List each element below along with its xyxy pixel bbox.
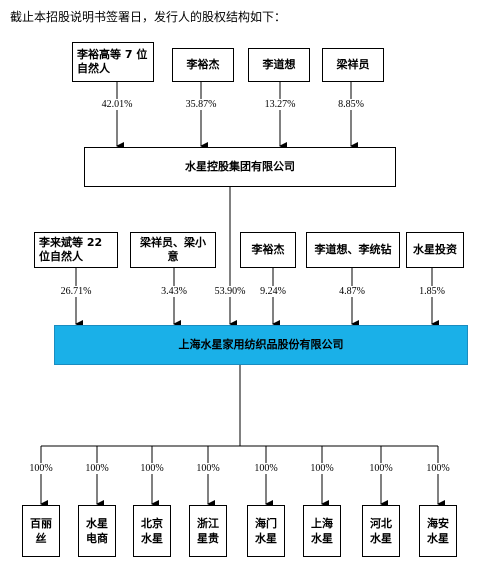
holding-company-pct: 53.90%	[213, 286, 247, 297]
mid-shareholder-box: 李裕杰	[240, 232, 296, 268]
issuer-name: 上海水星家用纺织品股份有限公司	[178, 338, 344, 351]
subsidiary-pct: 100%	[253, 463, 279, 474]
subsidiary-pct: 100%	[425, 463, 451, 474]
top-shareholder-pct: 8.85%	[337, 99, 365, 110]
mid-shareholder-box: 李道想、李统钻	[306, 232, 400, 268]
issuer-box: 上海水星家用纺织品股份有限公司	[54, 325, 468, 365]
top-shareholder-name: 李道想	[262, 58, 296, 71]
subsidiary-box: 上海水星	[303, 505, 341, 557]
subsidiary-box: 水星电商	[78, 505, 116, 557]
subsidiary-pct: 100%	[28, 463, 54, 474]
subsidiary-pct: 100%	[368, 463, 394, 474]
holding-company-box: 水星控股集团有限公司	[84, 147, 396, 187]
mid-shareholder-box: 梁祥员、梁小意	[130, 232, 216, 268]
mid-shareholder-pct: 1.85%	[418, 286, 446, 297]
top-shareholder-box: 李裕高等 7 位自然人	[72, 42, 154, 82]
mid-shareholder-name: 水星投资	[413, 243, 457, 256]
subsidiary-name: 上海水星	[311, 517, 333, 545]
top-shareholder-box: 李裕杰	[172, 48, 234, 82]
mid-shareholder-name: 李道想、李统钻	[314, 243, 392, 256]
subsidiary-name: 北京水星	[141, 517, 163, 545]
subsidiary-pct: 100%	[195, 463, 221, 474]
top-shareholder-pct: 35.87%	[184, 99, 218, 110]
mid-shareholder-name: 李裕杰	[251, 243, 285, 256]
top-shareholder-pct: 42.01%	[100, 99, 134, 110]
subsidiary-name: 海门水星	[255, 517, 277, 545]
top-shareholder-name: 李裕杰	[186, 58, 220, 71]
subsidiary-name: 浙江星贵	[197, 517, 219, 545]
subsidiary-box: 浙江星贵	[189, 505, 227, 557]
subsidiary-box: 海安水星	[419, 505, 457, 557]
mid-shareholder-pct: 9.24%	[259, 286, 287, 297]
mid-shareholder-box: 水星投资	[406, 232, 464, 268]
mid-shareholder-name: 梁祥员、梁小意	[140, 236, 206, 263]
subsidiary-name: 水星电商	[86, 517, 108, 545]
intro-text: 截止本招股说明书签署日，发行人的股权结构如下：	[10, 10, 287, 24]
mid-shareholder-pct: 3.43%	[160, 286, 188, 297]
top-shareholder-pct: 13.27%	[263, 99, 297, 110]
subsidiary-name: 河北水星	[370, 517, 392, 545]
subsidiary-box: 河北水星	[362, 505, 400, 557]
subsidiary-name: 海安水星	[427, 517, 449, 545]
subsidiary-name: 百丽丝	[30, 517, 52, 545]
mid-shareholder-pct: 4.87%	[338, 286, 366, 297]
holding-company-name: 水星控股集团有限公司	[185, 160, 295, 173]
mid-shareholder-box: 李来斌等 22 位自然人	[34, 232, 118, 268]
top-shareholder-name: 梁祥员	[336, 58, 370, 71]
mid-shareholder-pct: 26.71%	[59, 286, 93, 297]
subsidiary-box: 北京水星	[133, 505, 171, 557]
top-shareholder-name: 李裕高等 7 位自然人	[77, 48, 148, 75]
top-shareholder-box: 李道想	[248, 48, 310, 82]
subsidiary-pct: 100%	[84, 463, 110, 474]
mid-shareholder-name: 李来斌等 22 位自然人	[39, 236, 103, 263]
subsidiary-box: 百丽丝	[22, 505, 60, 557]
subsidiary-pct: 100%	[139, 463, 165, 474]
top-shareholder-box: 梁祥员	[322, 48, 384, 82]
subsidiary-box: 海门水星	[247, 505, 285, 557]
subsidiary-pct: 100%	[309, 463, 335, 474]
